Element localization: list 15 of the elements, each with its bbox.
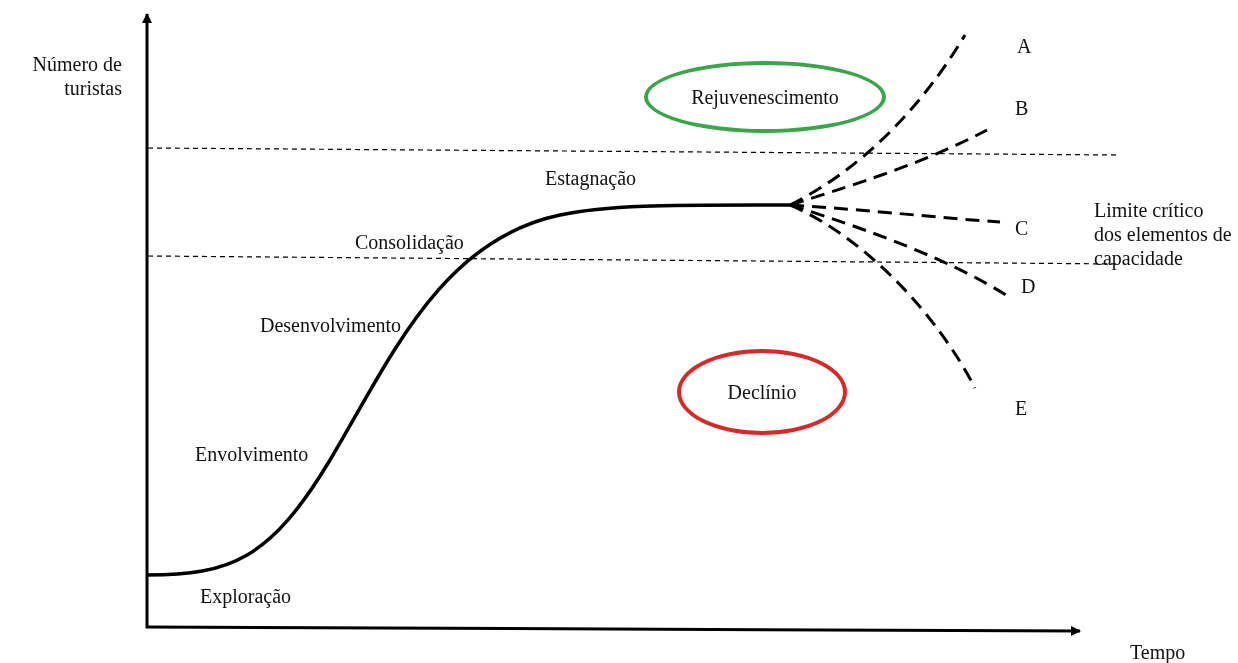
phase-oval: Declínio [677,349,847,435]
stage-label: Exploração [200,584,292,608]
scenario-letter: D [1021,274,1036,298]
stage-label: Estagnação [545,166,637,190]
phase-oval: Rejuvenescimento [644,61,886,133]
scenario-letter: E [1015,396,1028,420]
limit-label: Limite crítico dos elementos de capacidade [1094,198,1233,270]
axis-label: Número de turistas [31,52,122,100]
scenario-letter: B [1015,96,1029,120]
scenario-letter: C [1015,216,1029,240]
stage-label: Desenvolvimento [260,313,402,337]
stage-label: Consolidação [355,230,464,254]
axis-label: Tempo [1130,640,1186,663]
scenario-letter: A [1017,34,1032,58]
stage-label: Envolvimento [195,442,309,466]
